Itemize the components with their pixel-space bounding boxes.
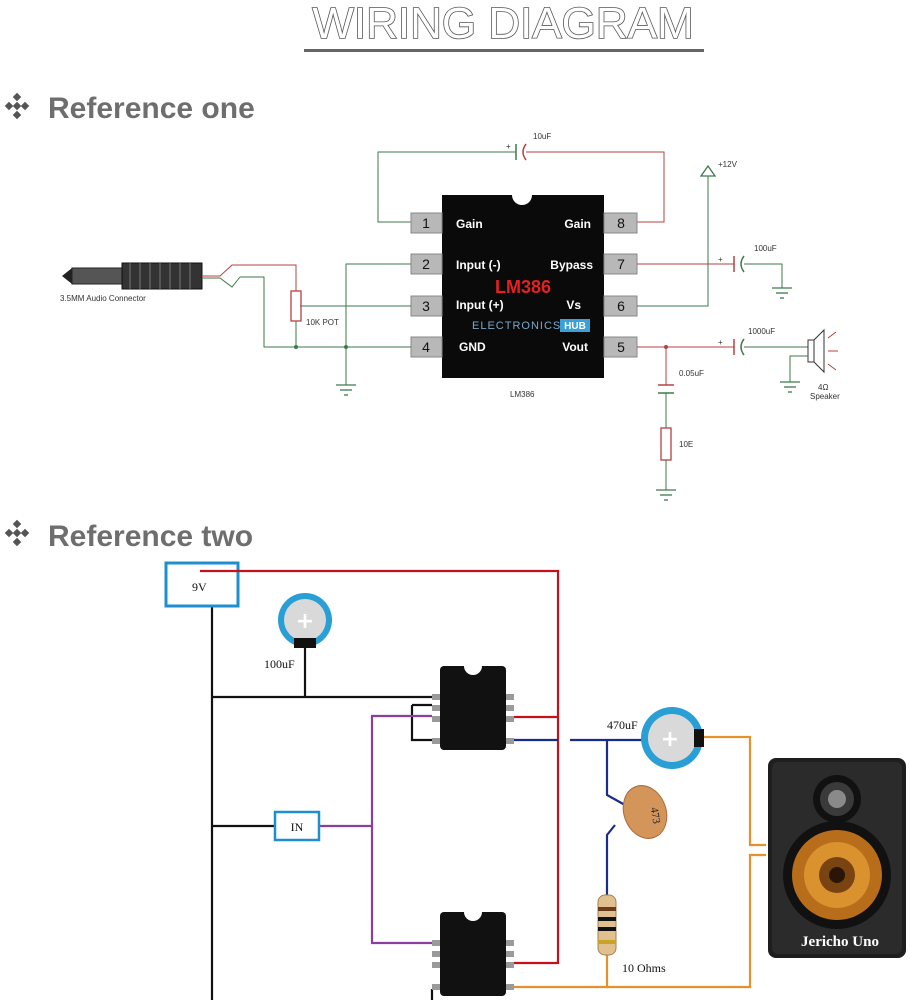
pin-8-number: 8 xyxy=(617,215,625,231)
speaker-icon xyxy=(807,328,838,374)
page-title: WIRING DIAGRAM xyxy=(312,0,693,48)
pin-1-name: Gain xyxy=(456,217,483,231)
label-resistor: 10E xyxy=(679,440,693,449)
pin-4-name: GND xyxy=(459,340,486,354)
ic-chip-top xyxy=(432,666,514,750)
pin-8-name: Gain xyxy=(564,217,591,231)
label-jack: 3.5MM Audio Connector xyxy=(60,294,146,303)
label-resistor-10-ohms: 10 Ohms xyxy=(622,961,666,975)
audio-jack-icon xyxy=(62,262,241,290)
chip-notch xyxy=(512,195,532,205)
label-supply: +12V xyxy=(718,160,738,169)
pin-7-name: Bypass xyxy=(550,258,593,272)
reference-two-breadboard: 9V + 100uF IN xyxy=(164,561,906,1000)
pin-3-name: Input (+) xyxy=(456,298,504,312)
label-speaker-brand: Jericho Uno xyxy=(801,934,879,950)
brand-text: ELECTRONICS xyxy=(472,320,561,332)
capacitor-470uf-icon: + xyxy=(641,707,704,769)
label-cap-out: 1000uF xyxy=(748,327,775,336)
reference-two-heading: Reference two xyxy=(48,520,253,553)
label-pot: 10K POT xyxy=(306,318,339,327)
label-cap-gain: 10uF xyxy=(533,132,551,141)
label-battery: 9V xyxy=(192,580,207,594)
label-cap-470: 470uF xyxy=(607,718,638,732)
pin-2-number: 2 xyxy=(422,256,430,272)
lm386-chip-body xyxy=(442,195,604,378)
label-cap-bypass: 100uF xyxy=(754,244,777,253)
pin-4-number: 4 xyxy=(422,339,430,355)
plus-sign: + xyxy=(718,338,723,347)
input-box xyxy=(273,810,321,842)
label-input: IN xyxy=(291,820,304,834)
pin-1-number: 1 xyxy=(422,215,430,231)
svg-text:+: + xyxy=(296,609,314,634)
diamond-bullet-icon xyxy=(4,519,30,547)
pin-1 xyxy=(410,212,443,234)
label-cap-filter: 0.05uF xyxy=(679,369,704,378)
pin-5-number: 5 xyxy=(617,339,625,355)
chip-footer-label: LM386 xyxy=(510,390,535,399)
pin-7-number: 7 xyxy=(617,256,625,272)
label-speaker-ohms: 4Ω xyxy=(818,383,828,392)
diamond-bullet-icon xyxy=(4,92,30,120)
svg-text:+: + xyxy=(661,727,679,752)
capacitor-100uf-icon: + xyxy=(278,593,332,648)
pin-2-name: Input (-) xyxy=(456,258,501,272)
ceramic-capacitor-icon xyxy=(622,785,668,839)
label-ceramic: 473 xyxy=(648,806,663,825)
ic-chip-bottom xyxy=(432,912,514,996)
label-speaker: Speaker xyxy=(810,392,840,401)
brand-hub-badge xyxy=(560,319,590,332)
reference-one-heading: Reference one xyxy=(48,92,255,125)
brand-hub-text: HUB xyxy=(564,321,586,332)
plus-sign: + xyxy=(506,142,511,151)
label-cap-100: 100uF xyxy=(264,657,295,671)
resistor-10e xyxy=(660,427,672,461)
pin-6-name: Vs xyxy=(566,298,581,312)
potentiometer xyxy=(290,290,302,322)
pin-3-number: 3 xyxy=(422,298,430,314)
resistor-icon xyxy=(597,894,617,956)
speaker-image xyxy=(768,758,906,958)
plus-sign: + xyxy=(718,255,723,264)
reference-one-schematic: 10uF + 1 2 3 4 8 7 6 5 Gain Input (-) In… xyxy=(60,132,840,501)
pin-8 xyxy=(603,212,638,234)
pin-5-name: Vout xyxy=(562,340,588,354)
title-underline xyxy=(304,49,704,52)
chip-label: LM386 xyxy=(495,277,551,297)
pin-6-number: 6 xyxy=(617,298,625,314)
